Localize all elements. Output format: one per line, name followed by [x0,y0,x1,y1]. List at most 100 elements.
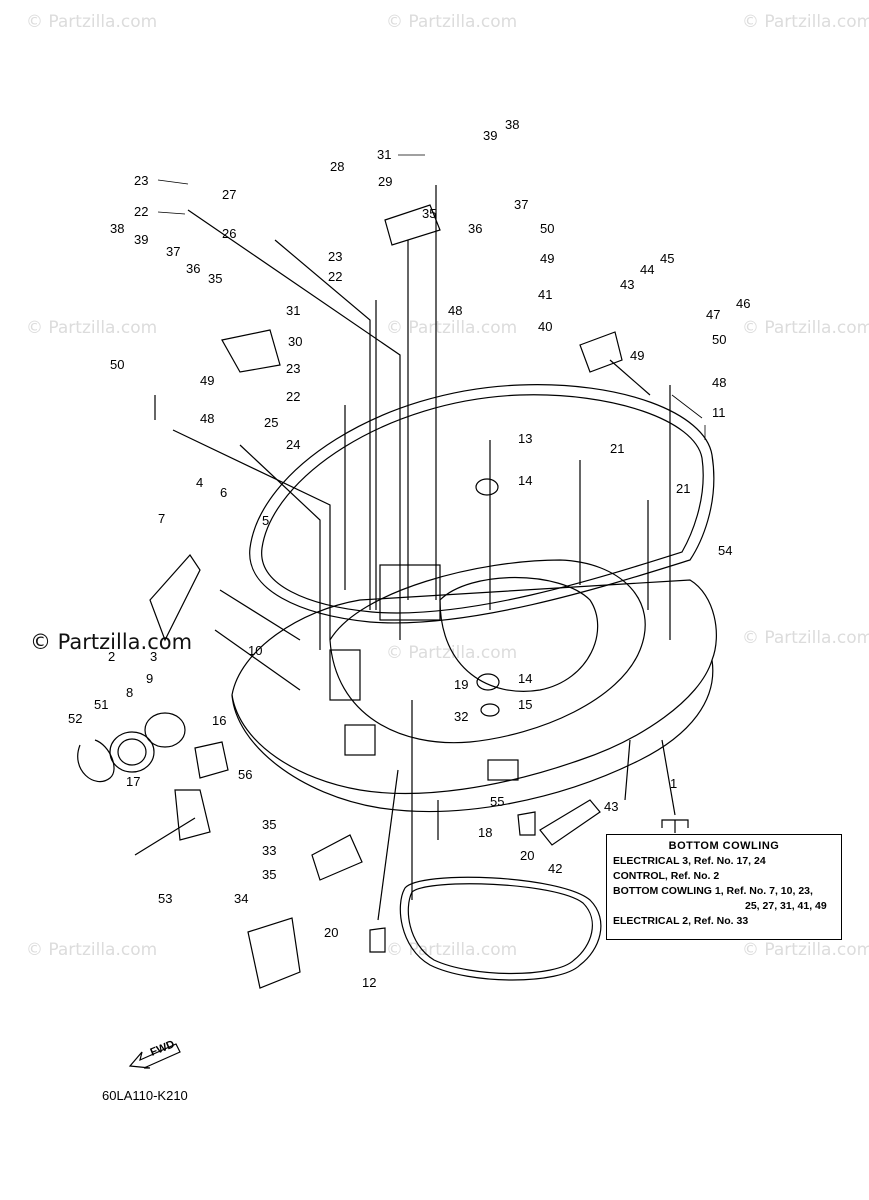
callout-42: 42 [548,861,563,876]
callout-39: 39 [134,232,149,247]
cover-33 [311,834,363,881]
callout-19: 19 [454,677,469,692]
callout-55: 55 [490,794,505,809]
reference-table: BOTTOM COWLING ELECTRICAL 3, Ref. No. 17… [606,834,842,940]
internal-block [329,649,361,701]
callout-50: 50 [540,221,555,236]
clip-20b [369,927,386,953]
bracket-42 [539,799,601,846]
leader-line [219,589,301,641]
grommet-51 [109,731,155,773]
callout-31: 31 [377,147,392,162]
reference-line: 25, 27, 31, 41, 49 [745,900,827,912]
callout-48: 48 [712,375,727,390]
watermark-main: © Partzilla.com [30,630,193,654]
watermark: © Partzilla.com [386,12,518,32]
leader-line [377,769,399,921]
callout-2: 2 [108,649,116,664]
rim-seal-outer [249,384,715,624]
callout-35: 35 [262,817,277,832]
callout-43: 43 [604,799,619,814]
callout-48: 48 [200,411,215,426]
callout-23: 23 [286,361,301,376]
bracket-29 [384,204,441,246]
watermark: © Partzilla.com [26,940,158,960]
callout-38: 38 [110,221,125,236]
callout-31: 31 [286,303,301,318]
watermark: © Partzilla.com [386,643,518,663]
callout-14: 14 [518,473,533,488]
internal-block [344,724,376,756]
watermark: © Partzilla.com [26,12,158,32]
callout-21: 21 [676,481,691,496]
rim-seal-inner [261,394,704,614]
callout-25: 25 [264,415,279,430]
bracket-40 [579,331,623,373]
leader-line [187,209,401,640]
callout-22: 22 [286,389,301,404]
leader-line [274,239,371,610]
collar-15 [480,703,500,717]
callout-30: 30 [288,334,303,349]
reference-line: ELECTRICAL 2, Ref. No. 33 [613,915,749,927]
callout-10: 10 [248,643,263,658]
reference-line: BOTTOM COWLING 1, Ref. No. 7, 10, 23, [613,885,813,897]
callout-16: 16 [212,713,227,728]
callout-5: 5 [262,513,270,528]
callout-38: 38 [505,117,520,132]
leader-line [214,629,301,691]
callout-1: 1 [670,776,678,791]
callout-35: 35 [262,867,277,882]
callout-11: 11 [712,405,726,420]
grommet-51-inner [117,738,147,766]
cowling-body-lower-edge [231,659,714,813]
leader-line [661,739,676,816]
callout-45: 45 [660,251,675,266]
callout-27: 27 [222,187,237,202]
callout-20: 20 [324,925,339,940]
watermark: © Partzilla.com [386,318,518,338]
grommet-8 [144,712,186,748]
callout-33: 33 [262,843,277,858]
watermark: © Partzilla.com [742,940,869,960]
callout-35: 35 [208,271,223,286]
callout-43: 43 [620,277,635,292]
hose-band-52 [77,739,115,783]
callout-37: 37 [514,197,529,212]
callout-49: 49 [200,373,215,388]
holder-53 [134,789,211,856]
callout-18: 18 [478,825,493,840]
callout-36: 36 [186,261,201,276]
callout-14: 14 [518,671,533,686]
callout-46: 46 [736,296,751,311]
leader-line [239,444,321,650]
cowling-inner-floor [439,576,599,692]
watermark: © Partzilla.com [742,628,869,648]
callout-26: 26 [222,226,237,241]
callout-44: 44 [640,262,655,277]
gasket-14b [476,673,500,691]
watermark: © Partzilla.com [742,318,869,338]
callout-8: 8 [126,685,134,700]
cowling-inner-cavity [329,559,646,744]
callout-15: 15 [518,697,533,712]
callout-39: 39 [483,128,498,143]
callout-23: 23 [328,249,343,264]
callout-20: 20 [520,848,535,863]
callout-47: 47 [706,307,721,322]
drain-plate-55 [487,759,519,781]
callout-17: 17 [126,774,141,789]
seal-12 [399,876,602,981]
callout-4: 4 [196,475,204,490]
callout-arrow [157,211,186,215]
callout-29: 29 [378,174,393,189]
watermark: © Partzilla.com [742,12,869,32]
callout-28: 28 [330,159,345,174]
ref-bracket [661,819,689,833]
callout-9: 9 [146,671,154,686]
lever-2 [149,554,201,642]
watermark: © Partzilla.com [26,318,158,338]
seal-12-inner [407,883,593,975]
reference-line: ELECTRICAL 3, Ref. No. 17, 24 [613,855,766,867]
bracket-30 [221,329,281,373]
